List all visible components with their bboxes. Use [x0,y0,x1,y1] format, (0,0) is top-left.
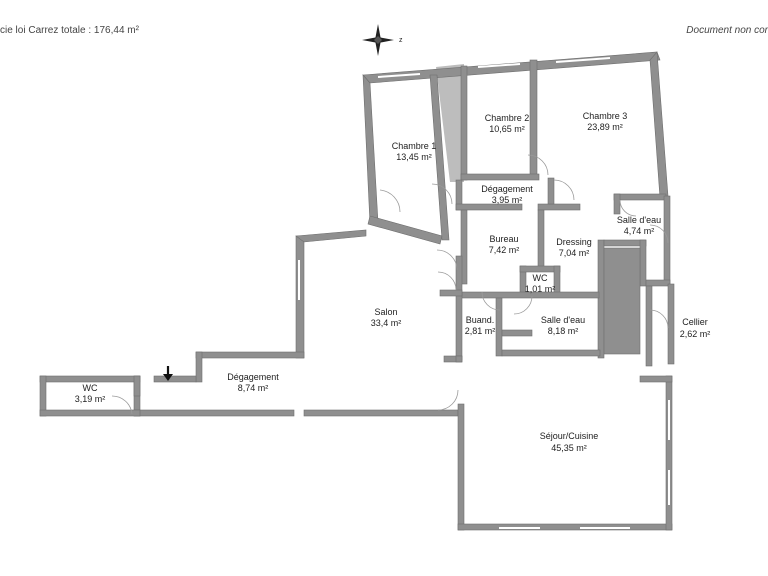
disclaimer-text: Document non cor [686,25,768,36]
windows [298,57,670,529]
room-name-sejour: Séjour/Cuisine [540,431,599,441]
room-name-salle-eau-mid: Salle d'eau [541,315,585,325]
room-name-wc-mid: WC [533,273,548,283]
room-area-salle-eau-top: 4,74 m² [624,226,655,236]
room-area-dressing: 7,04 m² [559,248,590,258]
door-swings [111,154,669,415]
room-area-degagement-top: 3,95 m² [492,195,523,205]
room-name-wc-left: WC [83,383,98,393]
room-name-chambre1: Chambre 1 [392,141,437,151]
room-area-degagement-main: 8,74 m² [238,383,269,393]
room-name-cellier: Cellier [682,317,708,327]
compass-label: z [399,37,403,44]
room-area-chambre2: 10,65 m² [489,124,525,134]
room-area-sejour: 45,35 m² [551,443,587,453]
room-area-buanderie: 2,81 m² [465,326,496,336]
room-name-dressing: Dressing [556,237,592,247]
room-labels: Chambre 1 13,45 m² Chambre 2 10,65 m² Ch… [75,111,711,453]
room-name-chambre3: Chambre 3 [583,111,628,121]
room-name-buanderie: Buand. [466,315,495,325]
room-area-cellier: 2,62 m² [680,329,711,339]
room-area-salle-eau-mid: 8,18 m² [548,326,579,336]
room-area-wc-left: 3,19 m² [75,394,106,404]
room-name-salon: Salon [374,307,397,317]
room-area-chambre3: 23,89 m² [587,122,623,132]
hallway-shading [436,64,464,182]
compass-icon [362,24,394,56]
room-name-degagement-main: Dégagement [227,372,279,382]
room-name-degagement-top: Dégagement [481,184,533,194]
room-area-bureau: 7,42 m² [489,245,520,255]
room-area-salon: 33,4 m² [371,318,402,328]
entrance-arrow-icon [163,366,173,381]
room-area-wc-mid: 1,01 m² [525,284,556,294]
room-area-chambre1: 13,45 m² [396,152,432,162]
room-name-salle-eau-top: Salle d'eau [617,215,661,225]
room-name-bureau: Bureau [489,234,518,244]
walls [39,51,675,531]
room-name-chambre2: Chambre 2 [485,113,530,123]
total-area-text: cie loi Carrez totale : 176,44 m² [0,25,140,36]
